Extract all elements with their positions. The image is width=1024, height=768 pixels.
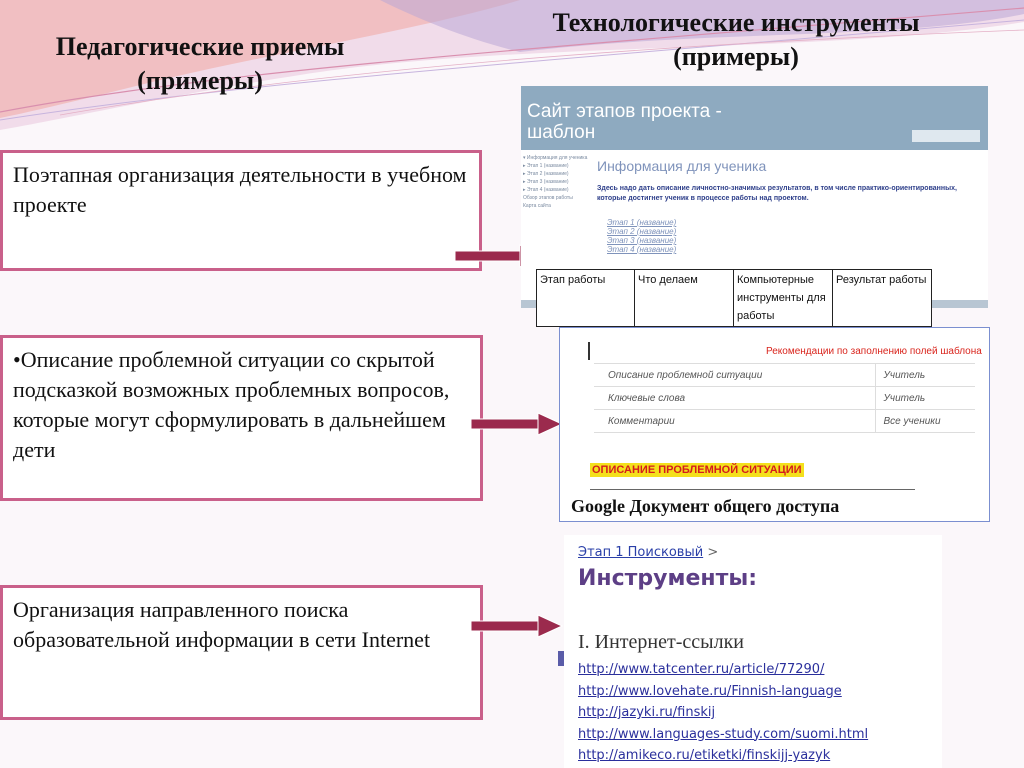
stage-link[interactable]: Этап 4 (название)	[607, 245, 677, 254]
table-row: Комментарии Все ученики	[594, 409, 975, 433]
stage-link[interactable]: Этап 3 (название)	[607, 236, 677, 245]
field-owner: Учитель	[874, 363, 975, 387]
left-column-header: Педагогические приемы (примеры)	[10, 30, 390, 98]
external-link[interactable]: http://www.tatcenter.ru/article/77290/	[578, 662, 825, 677]
external-link[interactable]: http://www.lovehate.ru/Finnish-language	[578, 683, 842, 699]
sidebar-item[interactable]: ▾ Информация для ученика	[523, 155, 588, 161]
site-page-title: Информация для ученика	[597, 158, 767, 174]
banner-line-1: Сайт этапов проекта -	[527, 101, 722, 122]
tools-page-screenshot: Этап 1 Поисковый > Инструменты: I. Интер…	[564, 535, 942, 768]
sidebar-item[interactable]: Карта сайта	[523, 203, 551, 209]
table-row: Ключевые слова Учитель	[594, 386, 975, 410]
work-table: Этап работы Что делаем Компьютерные инст…	[536, 269, 932, 327]
stage-links: Этап 1 (название) Этап 2 (название) Этап…	[607, 218, 984, 254]
search-box: Организация направленного поиска образов…	[0, 585, 483, 720]
stage-link[interactable]: Этап 1 (название)	[607, 218, 677, 227]
problem-box: •Описание проблемной ситуации со скрытой…	[0, 335, 483, 501]
recommendation-label: Рекомендации по заполнению полей шаблона	[766, 346, 982, 357]
external-link[interactable]: http://www.languages-study.com/suomi.htm…	[578, 726, 869, 742]
field-owner: Все ученики	[874, 409, 975, 433]
sidebar-item[interactable]: ▸ Этап 4 (название)	[523, 187, 569, 193]
left-header-line-2: (примеры)	[137, 66, 263, 95]
sidebar-item[interactable]: Обзор этапов работы	[523, 195, 573, 201]
site-banner: Сайт этапов проекта - шаблон	[521, 86, 988, 150]
table-row: Описание проблемной ситуации Учитель	[594, 363, 975, 387]
table-header-cell: Результат работы	[832, 269, 932, 327]
sidebar-item[interactable]: ▸ Этап 3 (название)	[523, 179, 569, 185]
left-header-line-1: Педагогические приемы	[55, 32, 345, 61]
right-header-line-1: Технологические инструменты	[552, 8, 920, 37]
template-fields-table: Описание проблемной ситуации Учитель Клю…	[594, 363, 975, 433]
banner-search-box	[912, 130, 980, 142]
sidebar-item[interactable]: ▸ Этап 2 (название)	[523, 171, 569, 177]
right-column-header: Технологические инструменты (примеры)	[478, 6, 994, 74]
right-header-line-2: (примеры)	[673, 42, 799, 71]
google-doc-screenshot: Рекомендации по заполнению полей шаблона…	[559, 327, 990, 522]
site-content: Информация для ученика Здесь надо дать о…	[597, 158, 984, 254]
table-header-cell: Компьютерные инструменты для работы	[733, 269, 833, 327]
page-title: Инструменты:	[578, 566, 758, 591]
breadcrumb-link[interactable]: Этап 1 Поисковый	[578, 545, 704, 560]
field-owner: Учитель	[874, 386, 975, 410]
field-name: Комментарии	[594, 409, 875, 433]
divider	[590, 489, 915, 490]
external-link[interactable]: http://jazyki.ru/finskij	[578, 705, 716, 720]
site-sidebar: ▾ Информация для ученика ▸ Этап 1 (назва…	[521, 152, 593, 308]
section-heading: I. Интернет-ссылки	[578, 631, 744, 653]
sidebar-item[interactable]: ▸ Этап 1 (название)	[523, 163, 569, 169]
text-cursor	[588, 342, 590, 360]
breadcrumb-separator: >	[707, 545, 719, 560]
table-header-cell: Этап работы	[536, 269, 635, 327]
google-doc-caption: Google Документ общего доступа	[571, 496, 840, 516]
stages-box: Поэтапная организация деятельности в уче…	[0, 150, 482, 271]
stage-link[interactable]: Этап 2 (название)	[607, 227, 677, 236]
banner-line-2: шаблон	[527, 122, 596, 143]
arrow-icon	[470, 614, 564, 638]
edge-marker	[558, 651, 564, 666]
field-name: Описание проблемной ситуации	[594, 363, 875, 387]
breadcrumb: Этап 1 Поисковый >	[578, 545, 718, 560]
external-link[interactable]: http://amikeco.ru/etiketki/finskijj-yazy…	[578, 748, 831, 763]
highlighted-heading: ОПИСАНИЕ ПРОБЛЕМНОЙ СИТУАЦИИ	[590, 463, 804, 477]
table-row: Этап работы Что делаем Компьютерные инст…	[536, 269, 932, 327]
field-name: Ключевые слова	[594, 386, 875, 410]
link-list: http://www.tatcenter.ru/article/77290/ h…	[578, 659, 868, 767]
site-description: Здесь надо дать описание личностно-значи…	[597, 185, 957, 202]
arrow-icon	[470, 412, 564, 436]
table-header-cell: Что делаем	[634, 269, 734, 327]
background-waves	[0, 0, 1024, 130]
